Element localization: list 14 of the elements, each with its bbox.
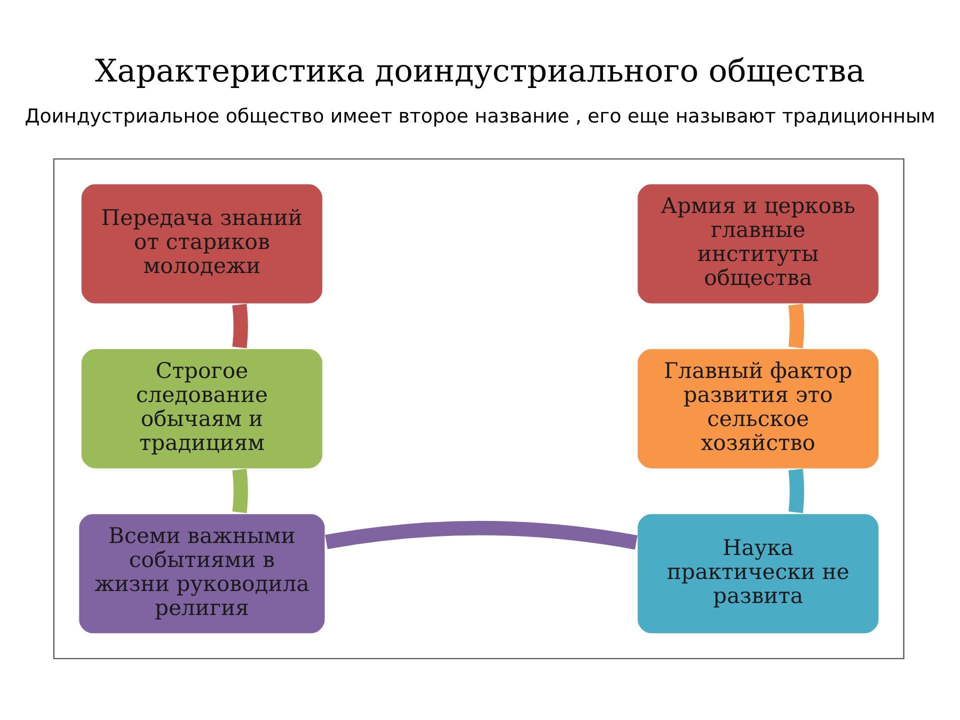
node-box: Наука практически не развита bbox=[635, 512, 881, 636]
node-box: Строгое следование обычаям и традициям bbox=[79, 346, 325, 471]
node-box: Передача знаний от стариков молодежи bbox=[79, 182, 325, 306]
diagram-title: Характеристика доиндустриального общества bbox=[95, 54, 865, 90]
connector bbox=[788, 304, 804, 348]
cluster bbox=[53, 158, 904, 660]
node-box: Всеми важными событиями в жизни руководила религия bbox=[76, 512, 328, 636]
connector bbox=[232, 304, 248, 348]
connector bbox=[325, 520, 638, 550]
node-box: Главный фактор развития это сельское хозяйство bbox=[635, 346, 881, 471]
connector bbox=[788, 468, 804, 514]
node-box: Армия и церковь главные институты общества bbox=[635, 182, 881, 306]
label: Доиндустриальное общество имеет второе название , его еще называют традиционным bbox=[24, 104, 936, 128]
connector bbox=[232, 468, 248, 514]
